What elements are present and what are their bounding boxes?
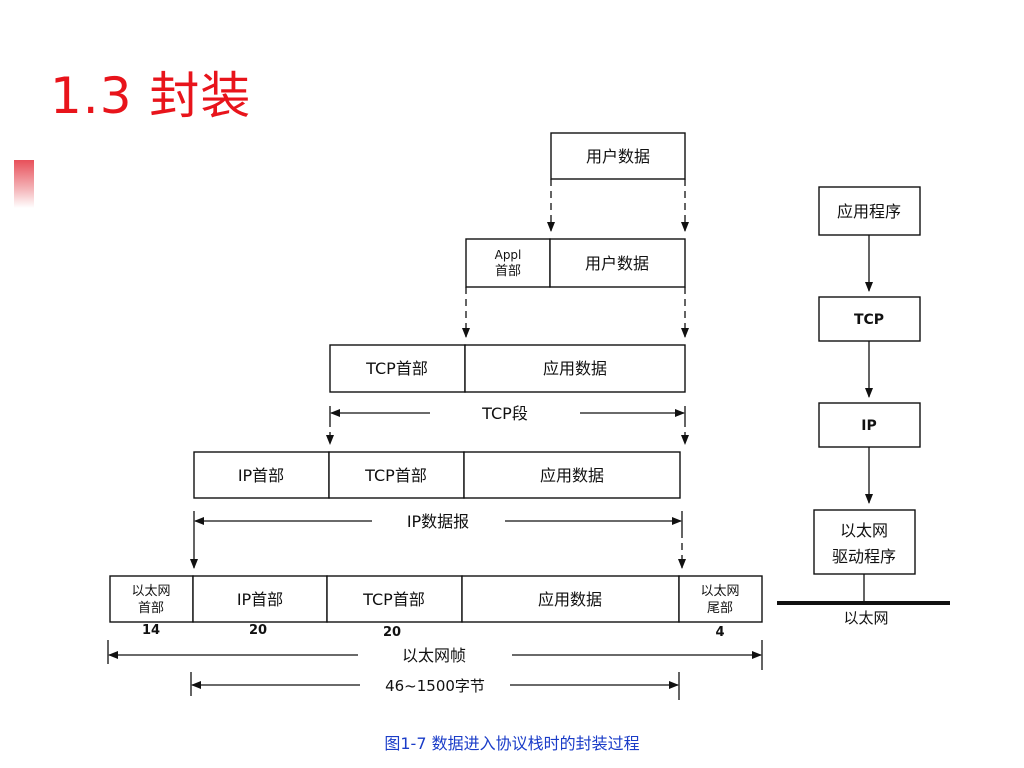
connector-row4-row5: [190, 531, 686, 569]
connector-row3-row4: [326, 420, 689, 445]
stack-driver-box: [813, 509, 916, 575]
stack-tcp-label: TCP: [854, 312, 884, 328]
payload-size-label: 46~1500字节: [385, 677, 485, 695]
row5-eth-trailer-line1: 以太网: [700, 584, 739, 599]
row5: 以太网 首部 IP首部 TCP首部 应用数据 以太网 尾部: [109, 575, 763, 623]
byte-counts: 14 20 20 4: [142, 623, 725, 640]
stack-ip-box: [818, 402, 921, 448]
stack-app-label: 应用程序: [837, 202, 901, 221]
accent-bar: [14, 160, 34, 208]
row3: TCP首部 应用数据: [329, 344, 686, 393]
payload-size-span: 46~1500字节: [190, 672, 680, 700]
row5-tcp-header-label: TCP首部: [362, 590, 425, 609]
row2-user-data-box: [549, 238, 686, 288]
row1-user-data: 用户数据: [550, 132, 686, 180]
figure-caption: 图1-7 数据进入协议栈时的封装过程: [384, 734, 640, 753]
row4-tcp-header-label: TCP首部: [364, 466, 427, 485]
row4: IP首部 TCP首部 应用数据: [193, 451, 681, 499]
eth-frame-span: 以太网帧: [107, 640, 763, 670]
row5-eth-header-box: [109, 575, 194, 623]
byte-count-ip-header: 20: [249, 623, 267, 638]
row2-appl-header-line1: Appl: [495, 248, 522, 262]
row4-app-data-label: 应用数据: [540, 466, 604, 485]
row2: Appl 首部 用户数据: [465, 238, 686, 288]
byte-count-eth-header: 14: [142, 623, 160, 638]
row2-appl-header-line2: 首部: [495, 264, 521, 279]
row5-app-data-label: 应用数据: [538, 590, 602, 609]
row5-eth-trailer-line2: 尾部: [707, 601, 733, 616]
tcp-segment-label: TCP段: [481, 404, 528, 423]
row1-user-data-label: 用户数据: [586, 147, 650, 166]
tcp-segment-span: TCP段: [329, 404, 686, 423]
row2-user-data-label: 用户数据: [585, 254, 649, 273]
row5-ip-header-label: IP首部: [237, 590, 283, 609]
row4-ip-header-label: IP首部: [238, 466, 284, 485]
row3-app-data-label: 应用数据: [543, 359, 607, 378]
row4-tcp-header-box: [328, 451, 465, 499]
stack-app-box: [818, 186, 921, 236]
row3-tcp-header-box: [329, 344, 466, 393]
row3-app-data-box: [464, 344, 686, 393]
ip-datagram-label: IP数据报: [407, 512, 469, 531]
row2-appl-header-box: [465, 238, 551, 288]
stack-driver-line1: 以太网: [840, 521, 888, 540]
row5-eth-trailer-box: [678, 575, 763, 623]
byte-count-eth-trailer: 4: [715, 625, 724, 640]
ip-datagram-span: IP数据报: [193, 511, 683, 531]
row3-tcp-header-label: TCP首部: [365, 359, 428, 378]
stack-ip-label: IP: [861, 418, 876, 434]
row4-app-data-box: [463, 451, 681, 499]
byte-count-tcp-header: 20: [383, 625, 401, 640]
row5-eth-header-line2: 首部: [138, 601, 164, 616]
stack-network-label: 以太网: [843, 609, 888, 627]
connector-row2-row3: [462, 287, 689, 338]
stack-driver-line2: 驱动程序: [832, 547, 896, 566]
connector-row1-row2: [547, 179, 689, 232]
row5-tcp-header-box: [326, 575, 463, 623]
protocol-stack: 应用程序 TCP IP 以太网 驱动程序 以太网: [777, 186, 950, 627]
slide-title: 1.3 封装: [50, 67, 252, 125]
row4-ip-header-box: [193, 451, 330, 499]
eth-frame-label: 以太网帧: [402, 646, 466, 665]
row5-eth-header-line1: 以太网: [131, 584, 170, 599]
